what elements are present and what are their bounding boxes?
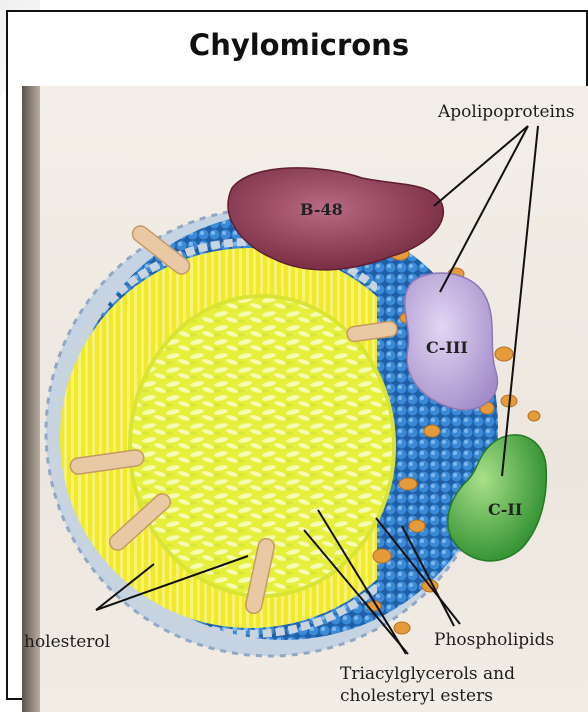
chylomicron-diagram bbox=[22, 86, 588, 712]
label-cholesterol: holesterol bbox=[24, 632, 110, 652]
label-cholesteryl-esters: cholesteryl esters bbox=[340, 686, 493, 706]
slide-frame: Chylomicrons bbox=[6, 10, 588, 700]
label-phospholipids: Phospholipids bbox=[434, 630, 554, 650]
label-b48: B-48 bbox=[300, 200, 343, 219]
label-c2: C-II bbox=[488, 500, 522, 519]
label-c3: C-III bbox=[426, 338, 468, 357]
slide-title: Chylomicrons bbox=[8, 28, 588, 62]
chylomicron-figure: Apolipoproteins B-48 C-III C-II holester… bbox=[22, 86, 588, 712]
label-triacylglycerols: Triacylglycerols and bbox=[340, 664, 515, 684]
label-apolipoproteins: Apolipoproteins bbox=[438, 102, 575, 122]
